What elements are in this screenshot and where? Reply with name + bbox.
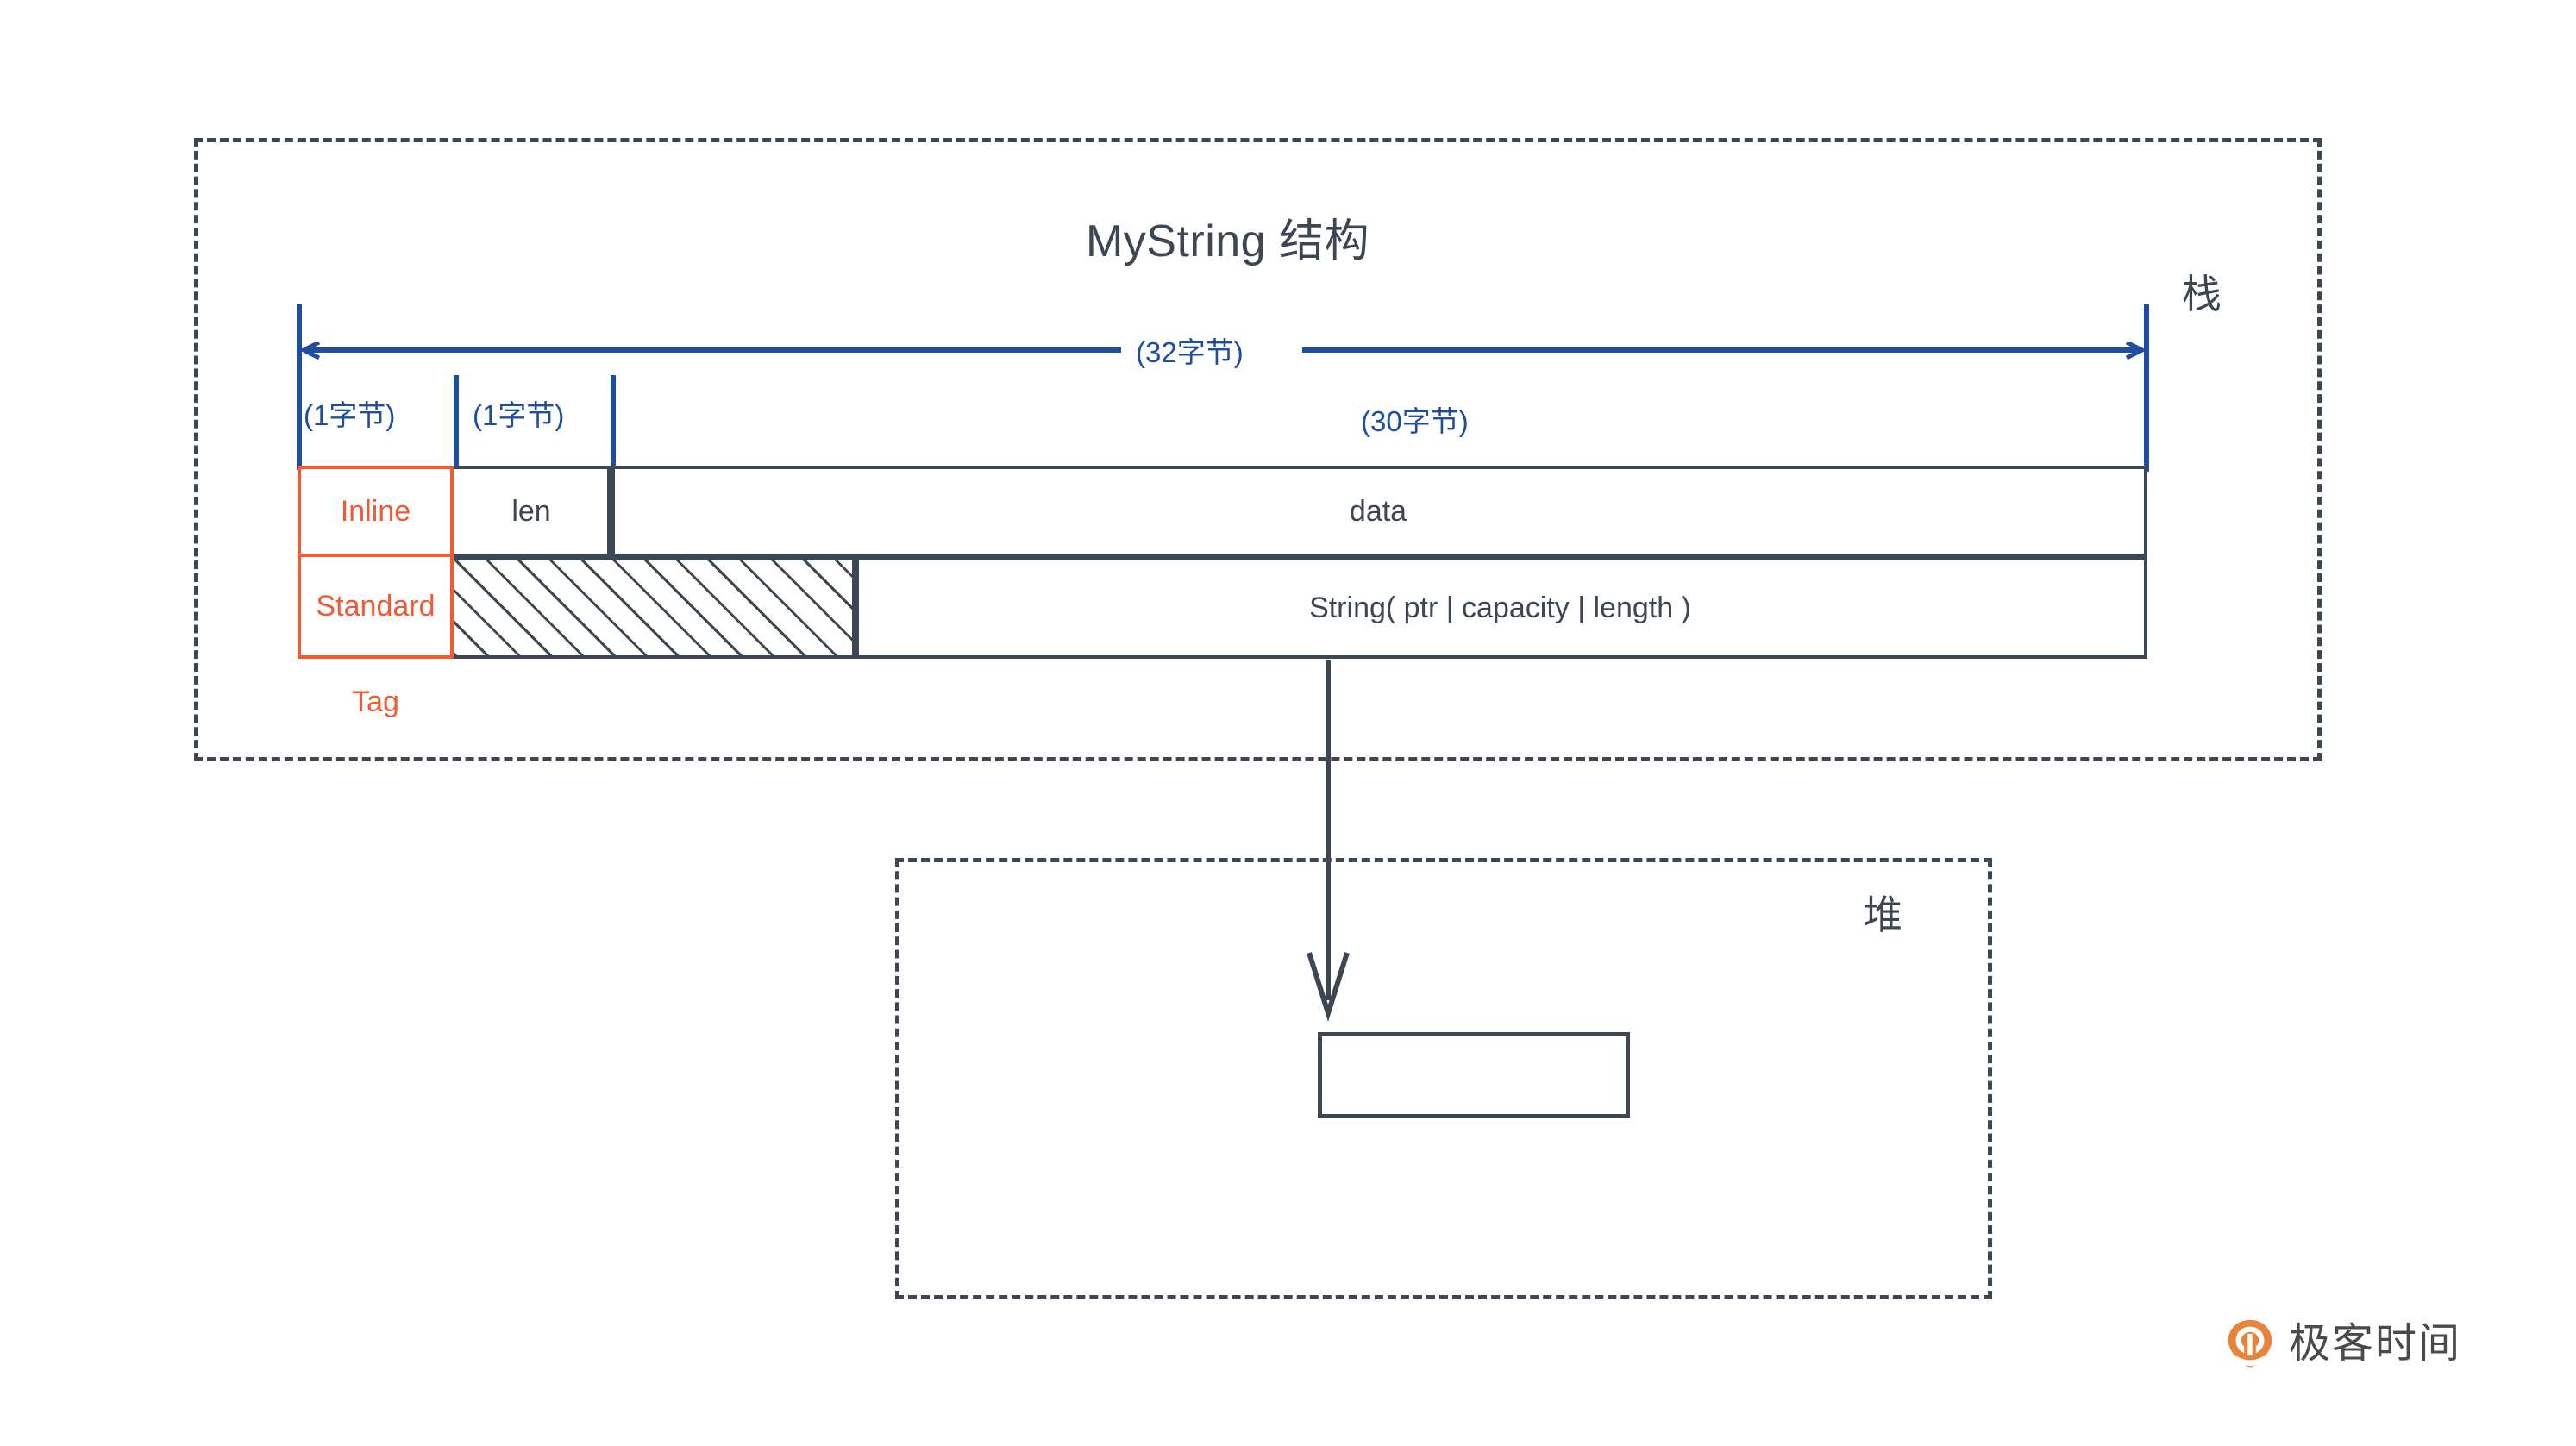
measure-len-byte: (1字节) bbox=[473, 399, 565, 431]
measure-total-bytes: (32字节) bbox=[1136, 336, 1244, 368]
divider-hatch-string bbox=[852, 557, 859, 659]
tag-column-caption: Tag bbox=[352, 685, 399, 718]
heap-region bbox=[895, 858, 1992, 1299]
page-title: MyString 结构 bbox=[0, 204, 2576, 269]
brand-name: 极客时间 bbox=[2289, 1321, 2462, 1367]
heap-allocated-block bbox=[1318, 1032, 1630, 1118]
table-row-inline-tag: Inline bbox=[298, 466, 454, 557]
divider-len-data bbox=[607, 466, 615, 557]
table-cell-string-struct: String( ptr | capacity | length ) bbox=[856, 557, 2147, 659]
stack-region bbox=[194, 138, 2322, 761]
measure-tag-byte: (1字节) bbox=[304, 399, 396, 431]
table-cell-unused-hatched bbox=[454, 557, 856, 659]
geektime-logo-icon bbox=[2223, 1318, 2277, 1371]
heap-region-label: 堆 bbox=[1863, 892, 1902, 937]
watermark: 极客时间 bbox=[2223, 1318, 2461, 1371]
table-cell-len: len bbox=[454, 466, 612, 557]
table-cell-data: data bbox=[612, 466, 2147, 557]
table-row-standard-tag: Standard bbox=[298, 557, 454, 659]
measure-data-bytes: (30字节) bbox=[1361, 405, 1469, 437]
stack-region-label: 栈 bbox=[2182, 272, 2222, 316]
page-title-text: MyString 结构 bbox=[1085, 216, 1370, 266]
